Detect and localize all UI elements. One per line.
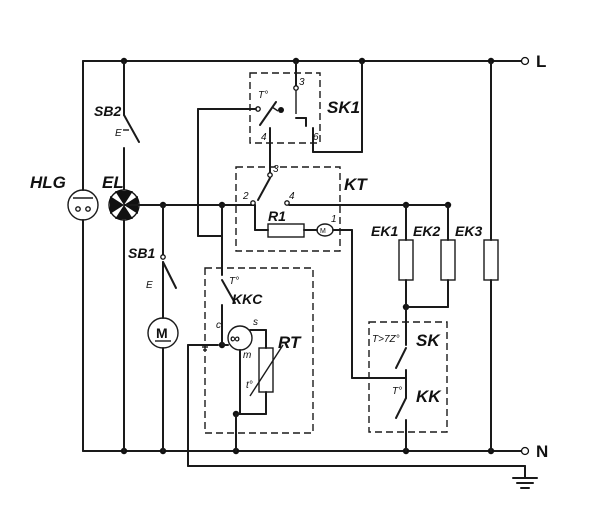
sk-condition-label: T>7Z° [372, 334, 400, 345]
compressor-symbol: ∞ [230, 330, 240, 346]
sk-label: SK [416, 331, 441, 350]
ek3-label: EK3 [455, 223, 482, 239]
kk-label: KK [416, 387, 442, 406]
kt-terminal-1: 1 [331, 214, 337, 225]
kk-temp-label: T° [392, 386, 402, 397]
sk1-thermostat: SK1 T° 3 4 6 [249, 60, 363, 161]
line-rail: L [82, 52, 546, 71]
ek3-heater: EK3 [455, 60, 499, 452]
kt-terminal-2: 2 [242, 191, 249, 202]
sk1-terminal-4: 4 [261, 132, 267, 143]
kt-terminal-4: 4 [289, 191, 295, 202]
hlg-lamp: HLG [30, 60, 99, 452]
el-label: EL [102, 173, 124, 192]
sb2-label: SB2 [94, 103, 121, 119]
kkc-m-label: m [243, 350, 251, 361]
ek2-label: EK2 [413, 223, 440, 239]
line-terminal-label: L [536, 52, 546, 71]
sk1-temp-label: T° [258, 90, 268, 101]
kt-timer: M KT R1 3 2 4 1 [235, 159, 449, 252]
ground-symbol [187, 344, 538, 489]
kt-label: KT [344, 175, 368, 194]
sk1-label: SK1 [327, 98, 360, 117]
rt-temp-label: t° [246, 380, 253, 391]
rt-label: RT [278, 333, 302, 352]
sb1-label: SB1 [128, 245, 155, 261]
sb1-e-label: E [146, 280, 153, 291]
sb2-e-label: E [115, 128, 122, 139]
sb1-switch: SB1 E [128, 204, 177, 291]
sk-kk-thermostats: SK KK T>7Z° T° [368, 306, 448, 452]
el-lamp: EL [102, 173, 140, 452]
fan-motor-symbol: M [156, 325, 168, 341]
ek1-label: EK1 [371, 223, 398, 239]
r1-label: R1 [268, 208, 286, 224]
neutral-terminal-label: N [536, 442, 548, 461]
hlg-label: HLG [30, 173, 66, 192]
sb2-door-switch: SB2 E [94, 60, 140, 191]
ek2-heater: EK2 [405, 204, 456, 308]
kt-terminal-3: 3 [273, 164, 279, 175]
sk1-terminal-6: 6 [313, 132, 319, 143]
kkc-s-label: s [253, 317, 258, 328]
ek1-heater: EK1 [371, 204, 414, 308]
kkc-temp-label: T° [229, 276, 239, 287]
rt-thermistor: RT t° [246, 333, 302, 415]
neutral-rail: N [82, 442, 548, 461]
kkc-compressor: ∞ KKC T° c s m [202, 204, 314, 452]
fan-motor: M [147, 289, 179, 452]
kt-motor-symbol: M [320, 228, 326, 235]
kkc-label: KKC [232, 291, 263, 307]
sk1-terminal-3: 3 [299, 77, 305, 88]
kkc-c-label: c [216, 320, 221, 331]
